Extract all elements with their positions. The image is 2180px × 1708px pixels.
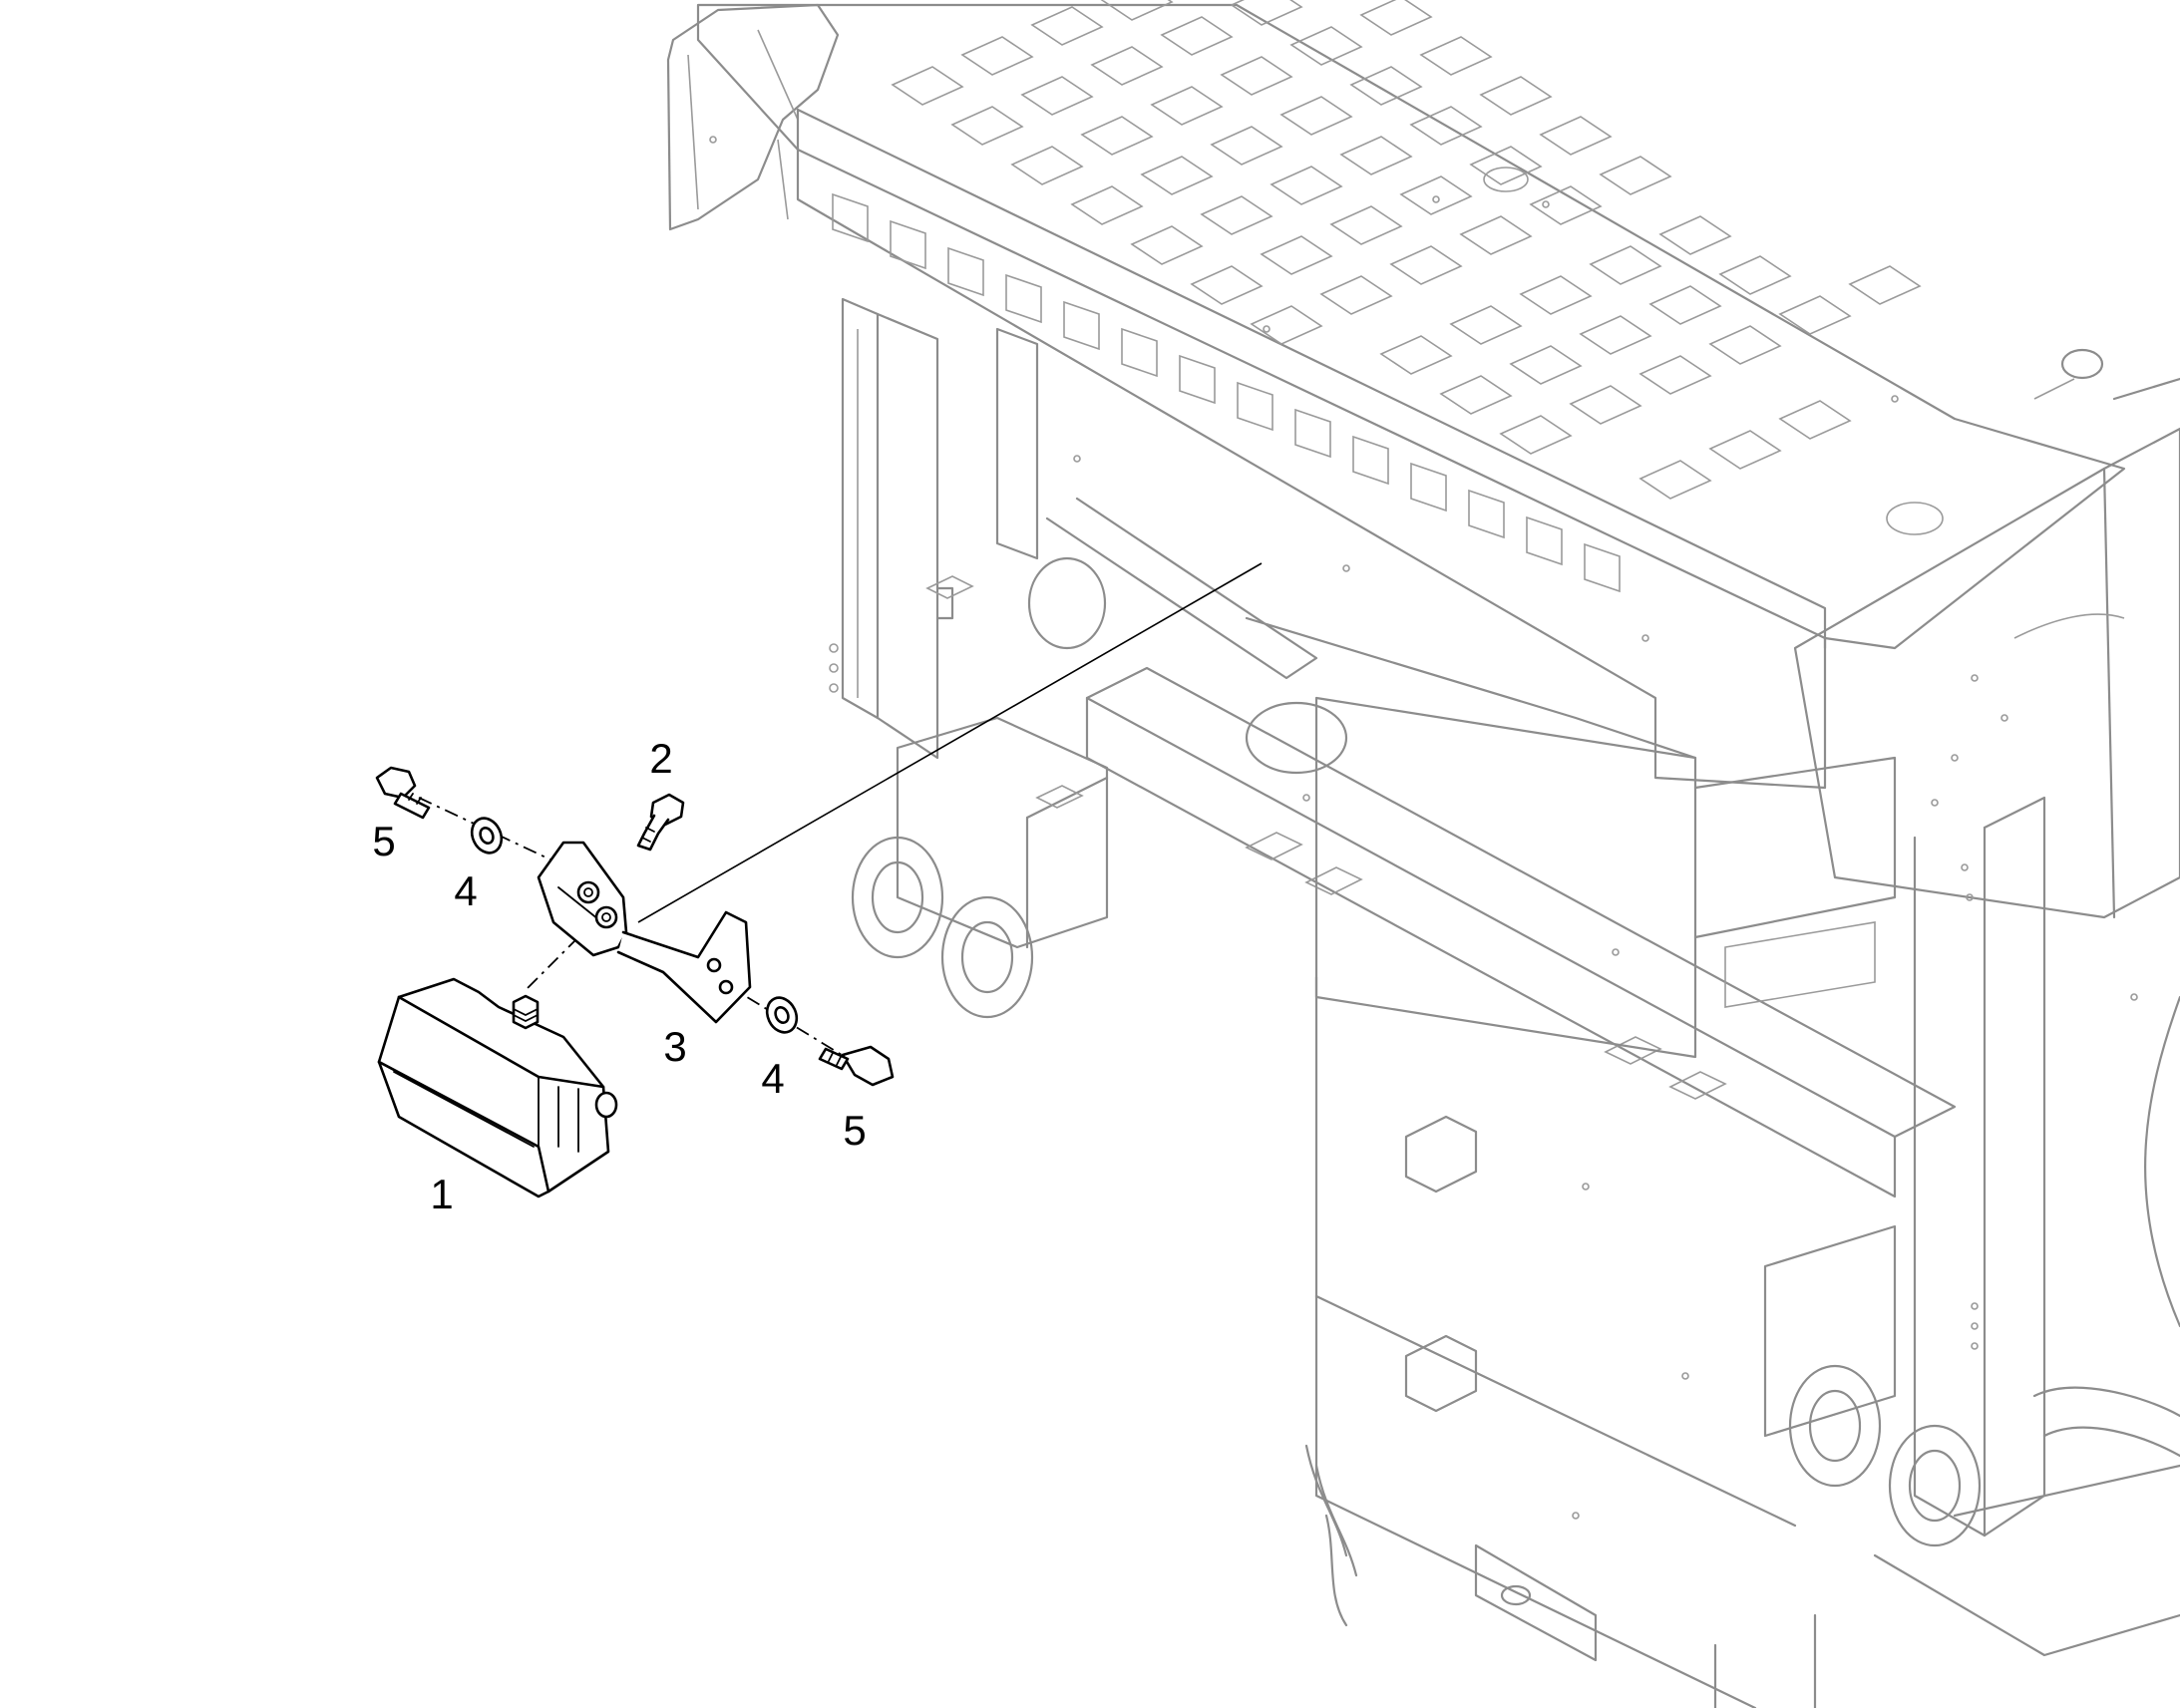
callout-3: 3 <box>663 1023 686 1070</box>
callout-5-lower: 5 <box>843 1107 866 1154</box>
washer-lower <box>765 996 799 1034</box>
cap-screw <box>636 793 685 852</box>
callout-2: 2 <box>649 735 672 782</box>
light-housing <box>377 977 618 1198</box>
mounting-bracket <box>537 841 752 1024</box>
assembly-axis-center <box>523 936 579 993</box>
callout-4-lower: 4 <box>761 1055 784 1102</box>
bolt-upper <box>375 766 431 820</box>
grate-holes <box>891 0 1922 500</box>
callout-1: 1 <box>430 1171 453 1217</box>
callout-5-upper: 5 <box>372 818 395 864</box>
washer-upper <box>470 817 504 854</box>
bolt-lower <box>818 1045 895 1087</box>
front-slots <box>832 192 1621 593</box>
callouts: 1 2 3 4 4 5 5 <box>372 735 866 1217</box>
machine-frame <box>666 0 2180 1708</box>
callout-4-upper: 4 <box>454 867 477 914</box>
mount-leader-line <box>637 562 1263 923</box>
